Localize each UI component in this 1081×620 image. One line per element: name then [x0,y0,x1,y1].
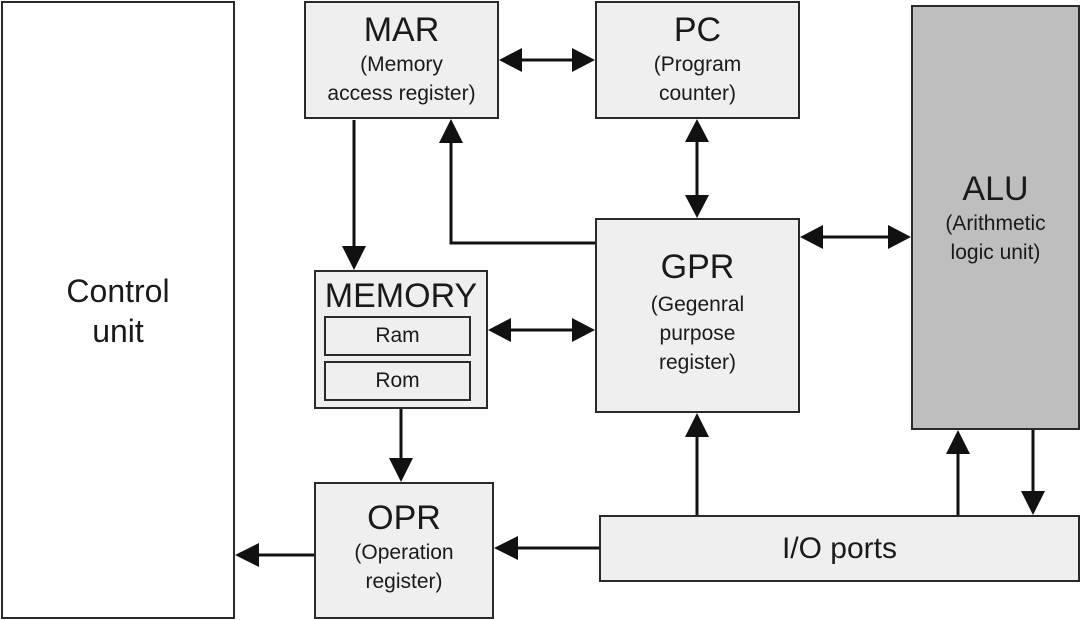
opr-subtitle: (Operation register) [354,541,454,593]
control-unit-box: Control unit [1,1,235,619]
alu-subtitle: (Arithmetic logic unit) [945,212,1046,264]
rom-label: Rom [375,369,420,392]
gpr-title: GPR [660,248,735,286]
memory-box: MEMORY Ram Rom [314,270,488,409]
io-ports-label: I/O ports [781,532,898,565]
pc-title: PC [673,11,722,49]
gpr-box: GPR (Gegenral purpose register) [595,218,800,413]
memory-title: MEMORY [324,277,478,315]
mar-title: MAR [363,11,440,49]
rom-box: Rom [324,361,471,401]
control-unit-label: Control unit [66,273,170,349]
mar-box: MAR (Memory access register) [304,1,499,119]
ram-box: Ram [324,316,471,356]
pc-box: PC (Program counter) [595,1,800,119]
opr-box: OPR (Operation register) [314,482,494,619]
alu-box: ALU (Arithmetic logic unit) [911,5,1080,430]
gpr-subtitle: (Gegenral purpose register) [650,293,745,374]
arrow-gpr-mar [449,142,595,245]
ram-label: Ram [375,324,420,347]
alu-title: ALU [962,170,1029,208]
opr-title: OPR [367,499,441,537]
io-ports-box: I/O ports [599,515,1080,582]
pc-subtitle: (Program counter) [653,53,742,105]
mar-subtitle: (Memory access register) [327,53,476,105]
